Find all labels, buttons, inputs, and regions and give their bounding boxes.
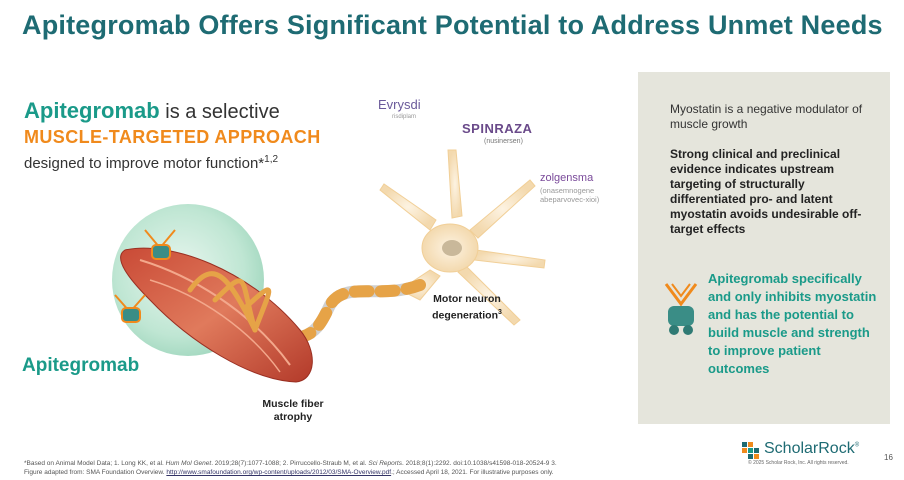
- zolgensma-logo: zolgensma (onasemnogene abeparvovec-xioi…: [540, 172, 600, 204]
- neuron-nucleus: [442, 240, 462, 256]
- logo-rock: Rock: [818, 440, 855, 457]
- muscle-neuron-illustration: [112, 149, 546, 383]
- apitegromab-label: Apitegromab: [22, 355, 140, 376]
- sma-overview-link[interactable]: http://www.smafoundation.org/wp-content/…: [166, 469, 392, 476]
- panel-text-3: Apitegromab specifically and only inhibi…: [708, 271, 877, 376]
- footnote: *Based on Animal Model Data; 1. Long KK,…: [24, 460, 557, 476]
- logo-mark-icon: [742, 442, 759, 459]
- scholar-rock-logo: ScholarRock®: [742, 440, 882, 468]
- intro-line3: designed to improve motor function*: [24, 155, 265, 172]
- muscle-fiber-caption: Muscle fiber atrophy: [262, 398, 324, 423]
- spinraza-logo: SPINRAZA (nusinersen): [462, 121, 533, 145]
- page-title: Apitegromab Offers Significant Potential…: [22, 10, 883, 40]
- logo-scholar: Scholar: [764, 440, 819, 457]
- myostatin-panel: Myostatin is a negative modulator of mus…: [638, 72, 890, 424]
- intro-statement: Apitegromab is a selective MUSCLE-TARGET…: [24, 98, 384, 175]
- neuron-cell: [379, 149, 546, 326]
- nerve-branches: [187, 271, 272, 333]
- antibody-icon: [664, 283, 698, 335]
- panel-text-1: Myostatin is a negative modulator of mus…: [670, 102, 863, 131]
- motor-neuron-caption: Motor neuron degeneration3: [432, 293, 502, 322]
- copyright: © 2025 Scholar Rock, Inc. All rights res…: [748, 460, 849, 466]
- page-number: 16: [884, 453, 893, 462]
- intro-brand: Apitegromab: [24, 98, 160, 123]
- evrysdi-logo: Evrysdi risdiplam: [378, 97, 421, 120]
- intro-line1: is a selective: [159, 101, 280, 123]
- antibody-molecules: [114, 229, 176, 323]
- panel-text-2: Strong clinical and preclinical evidence…: [670, 147, 862, 236]
- intro-line2: MUSCLE-TARGETED APPROACH: [24, 127, 321, 147]
- intro-line3-sup: 1,2: [264, 154, 279, 165]
